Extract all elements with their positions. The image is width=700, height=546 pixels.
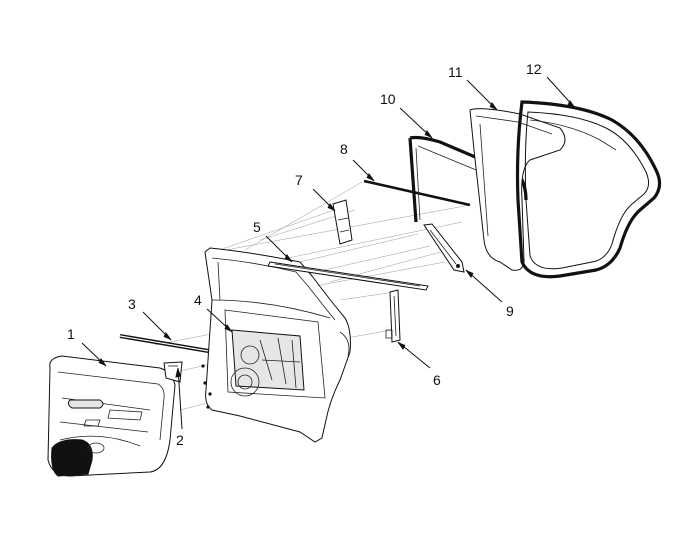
- callout-4: 4: [194, 292, 202, 308]
- callout-7: 7: [295, 172, 303, 188]
- callout-1: 1: [67, 326, 75, 342]
- callout-11: 11: [448, 64, 463, 80]
- callout-2: 2: [176, 432, 184, 448]
- body-side-weatherstrip: [515, 100, 662, 279]
- callout-9: 9: [506, 303, 514, 319]
- callout-5: 5: [253, 219, 261, 235]
- callout-6: 6: [433, 372, 441, 388]
- callout-10: 10: [380, 91, 396, 107]
- callout-labels: 1 2 3 4 5 6 7 8 9 10 11 12: [67, 61, 542, 448]
- callout-3: 3: [128, 296, 136, 312]
- callout-8: 8: [340, 141, 348, 157]
- quarter-garnish: [332, 199, 353, 245]
- quarter-glass-frame: [423, 223, 465, 273]
- belt-molding: [267, 261, 429, 291]
- door-trim-panel: [47, 355, 176, 477]
- rear-channel: [385, 289, 401, 343]
- door-inner-frame: [201, 247, 351, 443]
- callout-12: 12: [526, 61, 542, 77]
- leader-lines: [81, 76, 576, 430]
- belt-strip: [363, 179, 471, 207]
